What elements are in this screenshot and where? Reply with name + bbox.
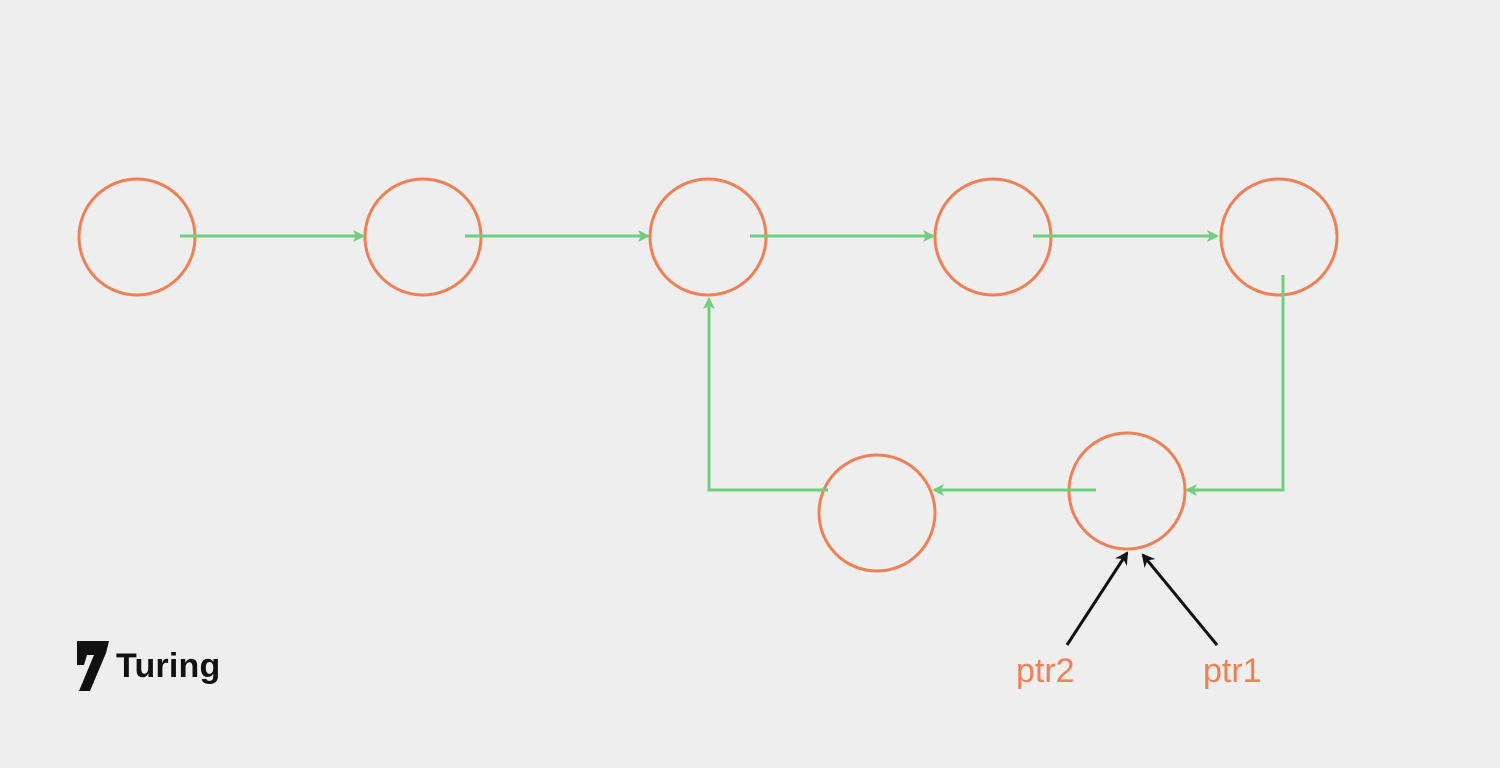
edge-5-to-6 [1185,275,1285,496]
brand-logo: Turing [76,641,220,691]
ptr2-label: ptr2 [1016,652,1075,690]
list-node-1 [77,177,197,297]
list-node-3 [648,177,768,297]
brand-name: Turing [116,647,221,685]
list-node-7 [817,453,937,573]
list-node-5 [1219,177,1339,297]
ptr1-arrow [1141,553,1219,646]
ptr1-label: ptr1 [1203,652,1262,690]
edge-7-to-3-cycle [703,297,828,492]
ptr2-arrow [1065,551,1129,646]
list-node-2 [363,177,483,297]
turing-logo-icon [77,641,109,691]
